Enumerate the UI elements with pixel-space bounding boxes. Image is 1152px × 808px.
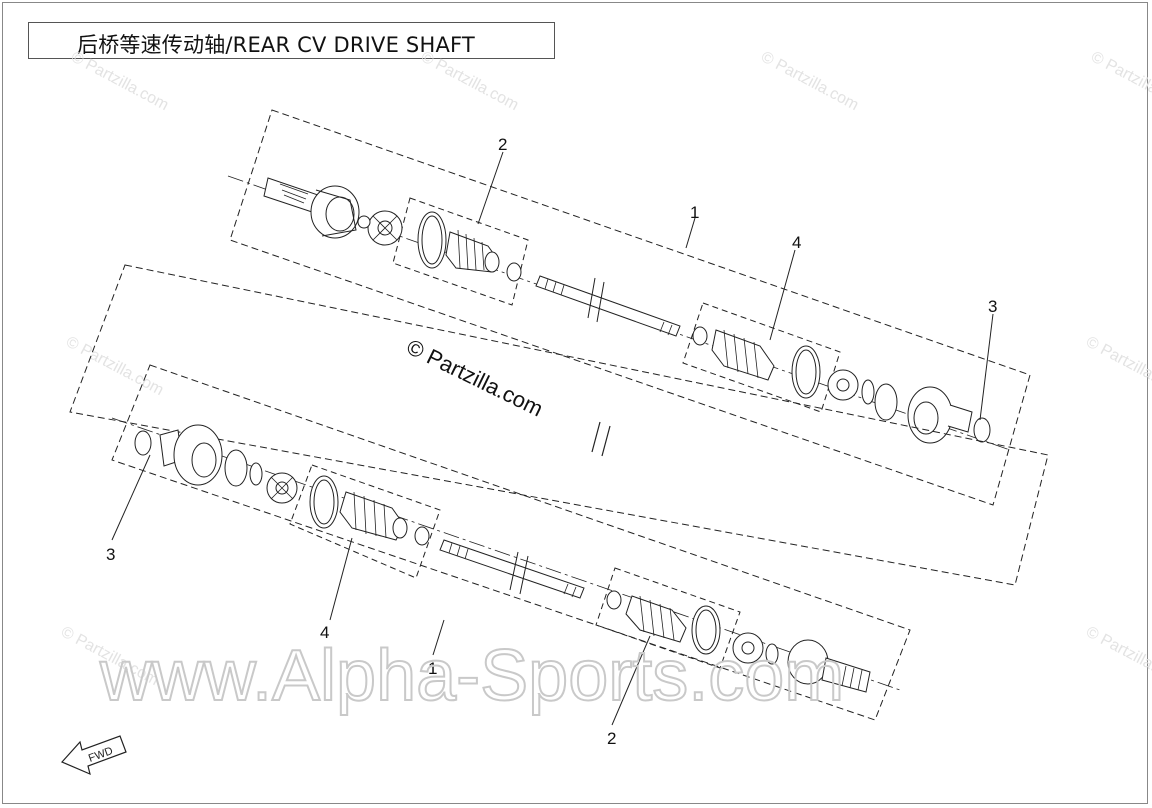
leader-upper-1	[685, 217, 696, 249]
lower-outer-joint	[732, 632, 871, 693]
watermark-partzilla: © Partzilla.com	[68, 49, 171, 115]
callout-upper-2: 2	[498, 135, 507, 154]
watermark-partzilla: © Partzilla.com	[1088, 49, 1152, 115]
watermark-partzilla: © Partzilla.com	[418, 49, 521, 115]
leader-lower-3	[111, 454, 151, 541]
callout-lower-3: 3	[106, 545, 115, 564]
page-title: 后桥等速传动轴/REAR CV DRIVE SHAFT	[77, 33, 475, 57]
watermark-partzilla: © Partzilla.com	[1083, 334, 1152, 400]
lower-boot-box-outer	[595, 567, 741, 669]
upper-boot-inner	[445, 229, 522, 282]
watermark-alpha-sports: www.Alpha-Sports.com	[99, 636, 844, 716]
callout-lower-2: 2	[607, 729, 616, 748]
upper-clamp-outer	[791, 345, 821, 399]
lower-axle-shaft	[439, 539, 585, 599]
leader-upper-4	[769, 249, 796, 341]
leader-upper-3	[979, 313, 994, 421]
lower-snap-ring	[134, 430, 152, 456]
upper-boot-outer	[692, 326, 821, 399]
callout-upper-3: 3	[988, 297, 997, 316]
lower-assembly-outline	[111, 364, 911, 721]
upper-inner-housing	[263, 177, 360, 239]
upper-snap-ring	[973, 417, 991, 443]
callout-upper-4: 4	[792, 233, 801, 252]
callout-lower-1: 1	[428, 659, 437, 678]
partzilla-watermarks: © Partzilla.com © Partzilla.com © Partzi…	[58, 49, 1152, 690]
upper-tripod	[357, 210, 403, 246]
lower-boot-outer	[606, 590, 721, 655]
lower-boot-box-inner	[289, 464, 441, 579]
lower-shaft-assembly	[69, 264, 1049, 726]
leader-lower-1	[432, 619, 445, 656]
watermark-partzilla: © Partzilla.com	[758, 49, 861, 115]
leader-upper-2	[477, 151, 504, 225]
upper-shaft-assembly	[227, 109, 1031, 506]
upper-axle-shaft	[535, 275, 681, 337]
leader-lower-2	[611, 635, 651, 726]
upper-boot-box-inner	[392, 197, 529, 306]
lower-tripod	[266, 472, 298, 504]
title-box: 后桥等速传动轴/REAR CV DRIVE SHAFT	[28, 22, 555, 59]
callout-lower-4: 4	[320, 623, 329, 642]
break-marks	[591, 421, 611, 457]
callout-numbers: 2 1 4 3 3 4 1 2	[106, 135, 997, 748]
upper-clamp-inner	[417, 211, 447, 269]
leader-lower-4	[329, 537, 353, 621]
watermark-partzilla: © Partzilla.com	[1083, 624, 1152, 690]
fwd-arrow-icon: FWD	[60, 735, 127, 776]
lower-midline-outline	[69, 264, 1049, 586]
upper-outer-joint	[827, 369, 991, 444]
lower-boot-inner	[339, 491, 430, 546]
lower-clamp-outer	[691, 605, 721, 655]
upper-boot-box-outer	[682, 302, 841, 413]
lower-clamp-inner	[309, 475, 339, 529]
upper-assembly-outline	[229, 109, 1031, 506]
lower-inner-housing	[159, 424, 263, 487]
callout-upper-1: 1	[690, 203, 699, 222]
